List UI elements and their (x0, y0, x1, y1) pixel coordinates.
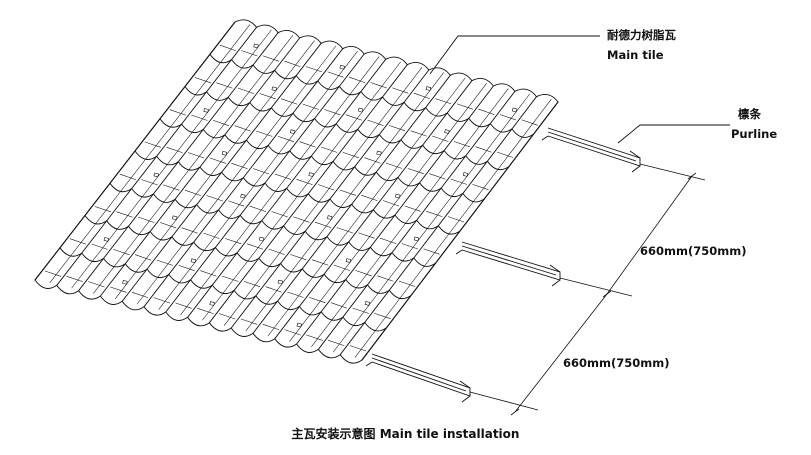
main-tile-label-cn: 耐德力树脂瓦 (607, 28, 676, 42)
dim-extension-1 (639, 163, 706, 181)
tile-valley-8 (208, 64, 408, 324)
purline-1 (541, 127, 641, 173)
screw-mark-11 (221, 151, 228, 156)
tile-valley-11 (274, 80, 473, 340)
screw-mark-22 (190, 258, 196, 264)
purline-spacing-upper: 660mm(750mm) (640, 244, 747, 258)
tile-valley-12 (296, 85, 494, 345)
dim-tick-3 (510, 408, 520, 416)
purlins (365, 127, 641, 403)
dim-line-upper (606, 175, 693, 295)
purline-leader (617, 124, 730, 144)
screw-mark-6 (444, 129, 450, 134)
screw-mark-19 (258, 236, 265, 242)
tile-course-edge-8 (34, 279, 363, 364)
purline-spacing-lower: 660mm(750mm) (563, 356, 670, 370)
screw-mark-15 (240, 193, 246, 199)
screw-mark-27 (296, 322, 302, 328)
dim-extension-2 (559, 277, 633, 297)
tile-valley-7 (187, 58, 387, 318)
screw-mark-26 (209, 301, 215, 306)
screw-mark-13 (395, 193, 401, 199)
screw-mark-24 (364, 301, 370, 306)
callout-lines (429, 35, 730, 144)
sheet-left-edge (34, 21, 236, 281)
tile-valley-9 (230, 69, 430, 329)
screw-mark-18 (172, 215, 178, 221)
dim-extension-3 (469, 391, 539, 411)
dim-line-lower (514, 293, 608, 413)
screw-mark-14 (153, 172, 159, 178)
tile-valley-13 (317, 90, 516, 350)
tile-valley-6 (165, 53, 365, 313)
screw-mark-25 (122, 280, 128, 285)
tile-valley-4 (121, 42, 322, 302)
screw-mark-20 (345, 258, 352, 263)
purline-2 (455, 241, 561, 287)
screw-mark-4 (271, 86, 277, 92)
screw-mark-17 (413, 236, 420, 242)
tile-valley-1 (56, 26, 257, 286)
screw-mark-23 (277, 279, 283, 285)
main-tile-label-en: Main tile (607, 48, 664, 62)
tile-valley-10 (252, 74, 451, 334)
screw-mark-21 (103, 237, 109, 242)
sheet-top-edge (234, 19, 559, 103)
screw-mark-8 (289, 129, 296, 135)
screw-mark-3 (511, 107, 518, 113)
screw-mark-7 (203, 108, 209, 113)
dim-tick-1 (687, 172, 697, 180)
dim-tick-2 (602, 290, 612, 298)
screw-mark-12 (308, 172, 314, 177)
screw-mark-9 (376, 150, 382, 156)
purline-label-cn: 檩条 (738, 107, 761, 121)
tile-valley-2 (78, 32, 279, 292)
screw-mark-2 (425, 86, 432, 91)
main-tile-leader (429, 35, 600, 75)
tile-valley-14 (339, 96, 537, 356)
screw-mark-10 (462, 172, 469, 177)
tile-sheet (34, 19, 559, 364)
purline-label-en: Purline (731, 127, 778, 141)
purline-3 (365, 353, 471, 403)
sheet-right-edge (361, 101, 559, 361)
dimension-lines (469, 163, 706, 416)
screw-mark-5 (357, 107, 364, 113)
figure-caption: 主瓦安装示意图 Main tile installation (291, 427, 520, 441)
tile-valley-5 (143, 48, 344, 308)
screw-mark-0 (253, 43, 259, 49)
screw-mark-1 (339, 64, 345, 70)
tile-valley-3 (99, 37, 301, 297)
screw-mark-16 (327, 215, 333, 220)
